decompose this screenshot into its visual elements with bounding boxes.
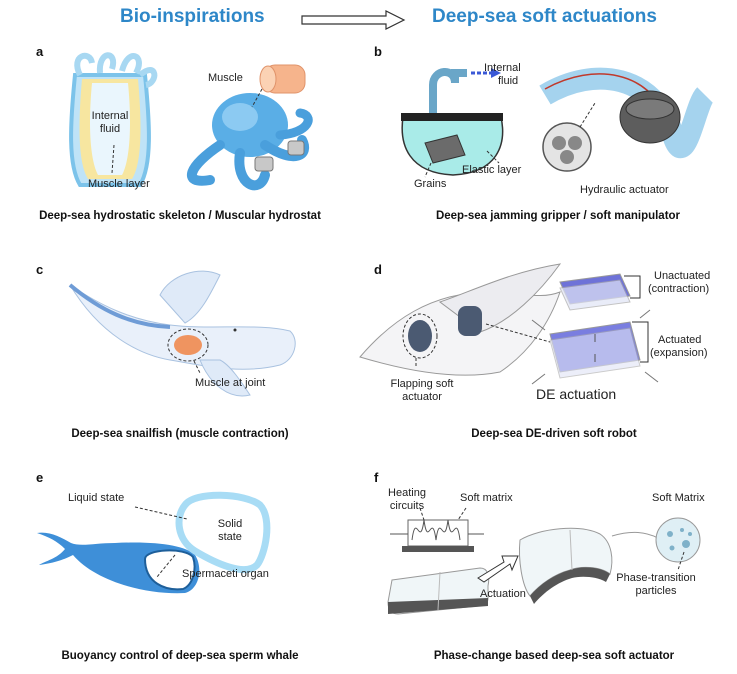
panel-d-illustration	[359, 263, 659, 385]
d-unact-line2: (contraction)	[648, 283, 710, 295]
a-muscle-layer-label: Muscle layer	[88, 178, 150, 190]
f-heat-line1: Heating	[388, 487, 426, 499]
f-phase-transition-label: Phase-transition particles	[606, 572, 706, 598]
f-soft-matrix-label: Soft Matrix	[652, 492, 705, 504]
panel-e-caption: Buoyancy control of deep-sea sperm whale	[61, 650, 299, 662]
panel-f-caption: Phase-change based deep-sea soft actuato…	[433, 650, 675, 662]
e-solid-state-label: Solid state	[210, 518, 250, 544]
b-elastic-layer-label: Elastic layer	[462, 164, 522, 176]
d-de-actuation-label: DE actuation	[536, 386, 617, 402]
panel-d-label: d	[374, 262, 382, 277]
f-actuation-label: Actuation	[480, 588, 526, 600]
d-flap-line1: Flapping soft	[390, 378, 454, 390]
panel-a-label: a	[36, 44, 44, 59]
a-internal-fluid-label: Internal fluid	[80, 110, 140, 136]
panel-a-caption: Deep-sea hydrostatic skeleton / Muscular…	[39, 210, 321, 222]
a-fluid-line1: Internal	[91, 110, 129, 122]
e-liquid-state-label: Liquid state	[68, 492, 125, 504]
panel-c-caption: Deep-sea snailfish (muscle contraction)	[71, 428, 289, 440]
d-unactuated-label: Unactuated (contraction)	[648, 270, 710, 296]
b-hydraulic-label: Hydraulic actuator	[580, 184, 669, 196]
b-internal-fluid-label: Internal fluid	[484, 62, 521, 88]
panel-c-label: c	[36, 262, 44, 277]
d-unact-line1: Unactuated	[654, 270, 711, 282]
panel-c-illustration	[68, 270, 296, 397]
panel-b-illustration	[401, 67, 715, 178]
d-actuated-label: Actuated (expansion)	[650, 334, 707, 360]
f-ptp-line2: particles	[635, 585, 677, 597]
f-heating-circuits-label: Heating circuits	[383, 487, 431, 513]
panel-d-caption: Deep-sea DE-driven soft robot	[471, 428, 637, 440]
b-fluid-line2: fluid	[498, 75, 519, 87]
header-arrow-icon	[301, 10, 406, 30]
right-header: Deep-sea soft actuations	[432, 6, 657, 27]
d-act-line1: Actuated	[658, 334, 702, 346]
d-flapping-label: Flapping soft actuator	[382, 378, 462, 404]
a-fluid-line2: fluid	[99, 123, 121, 135]
f-heat-line2: circuits	[389, 500, 425, 512]
a-muscle-label: Muscle	[208, 72, 243, 84]
panel-e-illustration	[37, 491, 271, 594]
panel-a-illustration	[69, 52, 313, 191]
d-flap-line2: actuator	[402, 391, 442, 403]
c-muscle-joint-label: Muscle at joint	[195, 377, 266, 389]
e-spermaceti-label: Spermaceti organ	[182, 568, 269, 580]
f-soft-matrix-small-label: Soft matrix	[460, 492, 513, 504]
b-grains-label: Grains	[414, 178, 447, 190]
panel-b-label: b	[374, 44, 382, 59]
panel-b-caption: Deep-sea jamming gripper / soft manipula…	[435, 210, 681, 222]
e-solid-line1: Solid	[217, 518, 243, 530]
left-header: Bio-inspirations	[120, 6, 265, 27]
e-solid-line2: state	[218, 531, 242, 543]
d-act-line2: (expansion)	[650, 347, 708, 359]
f-ptp-line1: Phase-transition	[616, 572, 696, 584]
panel-e-label: e	[36, 470, 44, 485]
panel-f-label: f	[374, 470, 379, 485]
b-fluid-line1: Internal	[484, 62, 521, 74]
panel-f-illustration	[387, 507, 701, 615]
